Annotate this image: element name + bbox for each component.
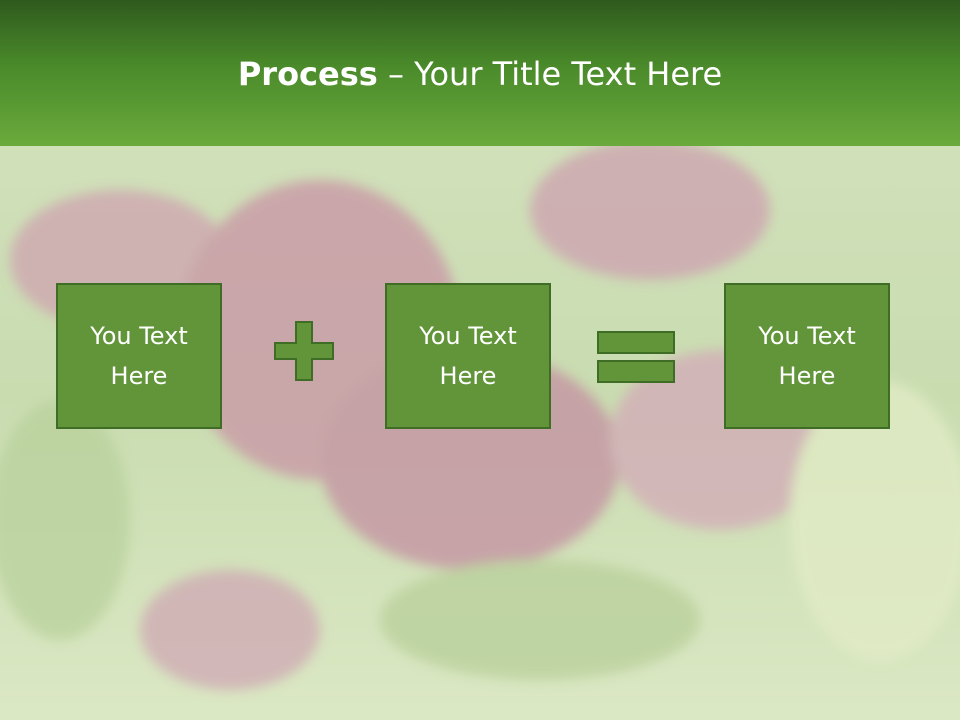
title-rest: – Your Title Text Here bbox=[377, 55, 723, 93]
title-bar: Process – Your Title Text Here bbox=[0, 0, 960, 146]
slide-title[interactable]: Process – Your Title Text Here bbox=[0, 50, 960, 98]
title-bold: Process bbox=[237, 55, 378, 93]
text-box-2[interactable]: You Text Here bbox=[385, 283, 551, 429]
plus-icon bbox=[274, 321, 334, 381]
equals-icon bbox=[597, 331, 675, 383]
text-box-1[interactable]: You Text Here bbox=[56, 283, 222, 429]
text-box-3[interactable]: You Text Here bbox=[724, 283, 890, 429]
